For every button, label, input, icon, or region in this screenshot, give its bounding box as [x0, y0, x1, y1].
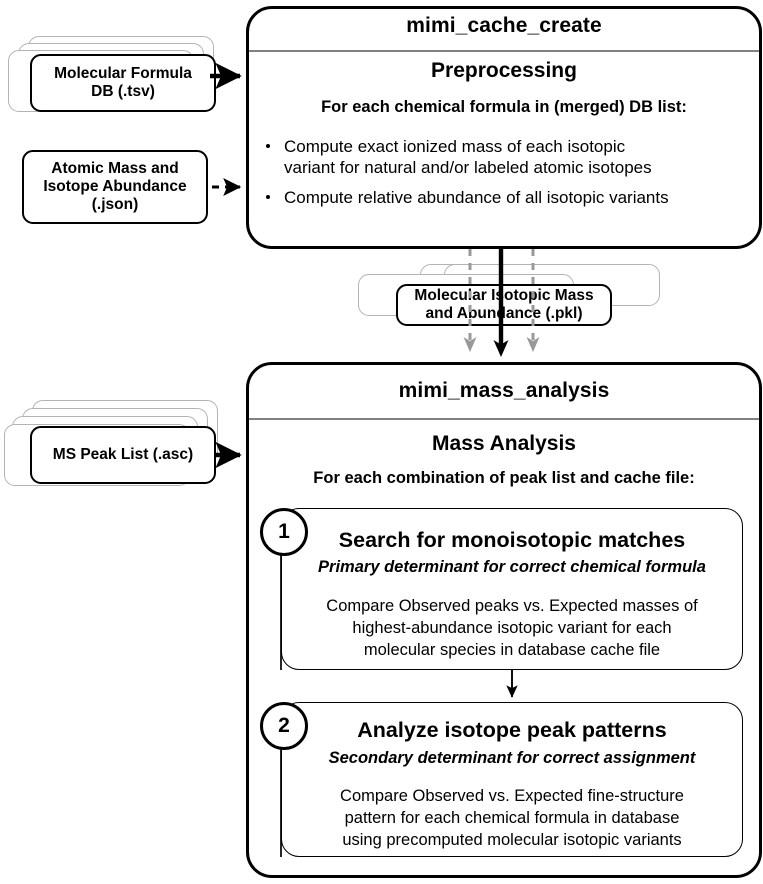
list-item: Compute relative abundance of all isotop…	[262, 187, 748, 208]
intermediate-card-cache-pkl[interactable]: Molecular Isotopic Mass and Abundance (.…	[358, 264, 660, 326]
mass-analysis-section-title: Mass Analysis	[432, 432, 576, 455]
step-body-line: Compare Observed vs. Expected fine-struc…	[340, 787, 684, 805]
input-card-front-atomic-mass[interactable]: Atomic Mass and Isotope Abundance (.json…	[22, 150, 208, 224]
card-label-line1: Atomic Mass and	[51, 159, 179, 177]
cache-create-section-title: Preprocessing	[431, 59, 577, 82]
program-title-mass-analysis: mimi_mass_analysis	[398, 379, 610, 402]
step-body-line: Compare Observed peaks vs. Expected mass…	[326, 597, 698, 615]
step-badge-1: 1	[260, 508, 308, 556]
program-box-mimi-cache-create	[246, 6, 762, 249]
input-card-ms-peak-list[interactable]: MS Peak List (.asc)	[4, 400, 228, 488]
step-title-2: Analyze isotope peak patterns	[357, 718, 667, 742]
step-body-line: molecular species in database cache file	[363, 640, 661, 659]
step-body-line: pattern for each chemical formula in dat…	[344, 808, 680, 827]
program-title-cache-create: mimi_cache_create	[406, 14, 602, 37]
card-label-line1: Molecular Isotopic Mass	[414, 286, 594, 304]
input-card-front-ms-peak-list[interactable]: MS Peak List (.asc)	[30, 426, 216, 484]
bullet-dot-icon	[266, 194, 270, 199]
card-label-line2: and Abundance (.pkl)	[425, 305, 583, 322]
step-body-2: Compare Observed vs. Expected fine-struc…	[291, 786, 733, 851]
step-body-line: using precomputed molecular isotopic var…	[342, 830, 682, 849]
bullet-dot-icon	[266, 144, 270, 148]
input-card-molecular-formula-db[interactable]: Molecular Formula DB (.tsv)	[8, 36, 228, 112]
step-badge-2: 2	[260, 702, 308, 750]
bullet-line: Compute relative abundance of all isotop…	[284, 187, 669, 207]
card-label-line3: (.json)	[91, 196, 139, 214]
step-box-1	[281, 508, 743, 670]
input-card-atomic-mass-isotope-abundance[interactable]: Atomic Mass and Isotope Abundance (.json…	[22, 150, 212, 224]
cache-create-loop-text: For each chemical formula in (merged) DB…	[321, 98, 687, 116]
bullet-line: Compute exact ionized mass of each isoto…	[284, 137, 626, 156]
intermediate-card-front-cache-pkl[interactable]: Molecular Isotopic Mass and Abundance (.…	[396, 284, 612, 326]
step-body-1: Compare Observed peaks vs. Expected mass…	[291, 596, 733, 661]
card-label-line2: DB (.tsv)	[91, 83, 155, 100]
card-label-line1: MS Peak List (.asc)	[52, 445, 194, 463]
cache-create-bullet-list: Compute exact ionized mass of each isoto…	[262, 136, 748, 208]
cache-create-header-divider	[249, 50, 759, 52]
card-label-line2: Isotope Abundance	[43, 177, 187, 195]
mass-analysis-header-divider	[249, 418, 759, 420]
mass-analysis-loop-text: For each combination of peak list and ca…	[313, 469, 695, 487]
card-label-line1: Molecular Formula	[54, 64, 192, 82]
bullet-line: variant for natural and/or labeled atomi…	[284, 158, 652, 178]
step-body-line: highest-abundance isotopic variant for e…	[352, 618, 672, 637]
step-subtitle-1: Primary determinant for correct chemical…	[318, 558, 706, 576]
input-card-front-molecular-formula-db[interactable]: Molecular Formula DB (.tsv)	[30, 54, 216, 112]
step-subtitle-2: Secondary determinant for correct assign…	[328, 749, 696, 767]
step-title-1: Search for monoisotopic matches	[338, 528, 686, 552]
list-item: Compute exact ionized mass of each isoto…	[262, 136, 748, 179]
